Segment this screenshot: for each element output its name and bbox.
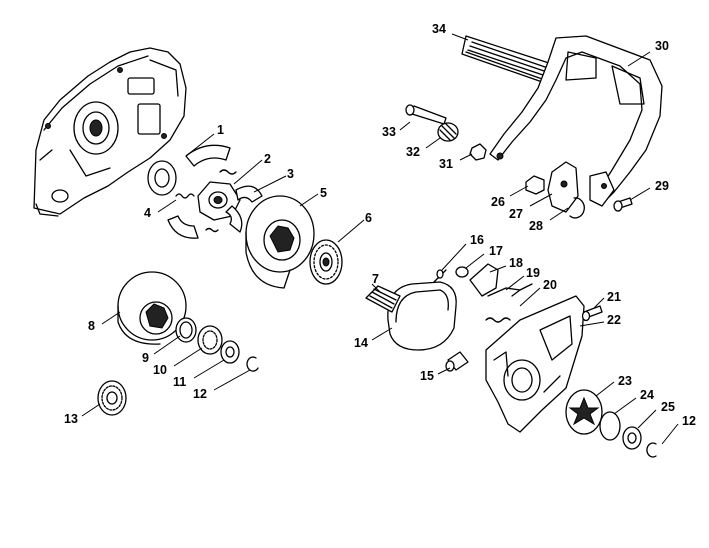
callout-2: 2	[264, 152, 271, 166]
callout-10: 10	[153, 363, 167, 377]
callout-3: 3	[287, 167, 294, 181]
callout-labels: 1 2 3 4 5 6 7 8 9 10 11 12 12 13 14 15 1…	[64, 22, 696, 428]
callout-33: 33	[382, 125, 396, 139]
washer-part-1	[147, 160, 177, 196]
needle-cage-part-10	[197, 325, 223, 355]
pin-part-15	[445, 351, 469, 372]
callout-19: 19	[526, 266, 540, 280]
callout-12-left: 12	[193, 387, 207, 401]
callout-13: 13	[64, 412, 78, 426]
bushing-part-32	[437, 122, 459, 142]
callout-28: 28	[529, 219, 543, 233]
ring-part-24	[599, 411, 621, 441]
callout-14: 14	[354, 336, 368, 350]
e-clip-part-12b	[646, 442, 657, 458]
clutch-shoe-part-3	[235, 185, 263, 203]
callout-20: 20	[543, 278, 557, 292]
callout-11: 11	[173, 375, 186, 389]
hand-guard-part-30	[489, 35, 663, 207]
callout-16: 16	[470, 233, 484, 247]
spring-part-2	[219, 169, 237, 175]
nut-part-31	[469, 143, 487, 161]
clutch-shoe-right	[225, 205, 243, 233]
bolt-part-33	[405, 104, 447, 125]
clip-part-28	[569, 197, 585, 219]
callout-21: 21	[607, 290, 621, 304]
washer-part-17	[455, 266, 469, 278]
rim-sprocket-part-6	[309, 239, 343, 285]
callout-5: 5	[320, 186, 327, 200]
lever-part-18	[469, 263, 499, 297]
spring-lower	[205, 227, 219, 233]
screw-part-21	[581, 305, 603, 322]
washer-part-11	[220, 340, 240, 364]
callout-4: 4	[144, 206, 151, 220]
callout-18: 18	[509, 256, 523, 270]
callout-22: 22	[607, 313, 621, 327]
callout-6: 6	[365, 211, 372, 225]
bumper-strip-part-34	[461, 35, 553, 85]
callout-17: 17	[489, 244, 503, 258]
leader-lines	[81, 33, 679, 445]
clip-part-16	[436, 269, 444, 279]
needle-bearing-part-7	[365, 285, 401, 313]
star-plate-part-23	[565, 389, 603, 435]
callout-26: 26	[491, 195, 505, 209]
callout-30: 30	[655, 39, 669, 53]
callout-29: 29	[655, 179, 669, 193]
callout-31: 31	[439, 157, 453, 171]
callout-25: 25	[661, 400, 675, 414]
clutch-shoe-lower	[167, 215, 199, 239]
screw-part-29	[613, 197, 633, 212]
callout-8: 8	[88, 319, 95, 333]
sprocket-cover-part-22	[485, 295, 585, 433]
link-part-19	[511, 289, 521, 297]
spring-part-20	[485, 317, 511, 323]
callout-34: 34	[432, 22, 446, 36]
callout-24: 24	[640, 388, 654, 402]
spur-sprocket-part-13	[97, 380, 127, 416]
callout-15: 15	[420, 369, 434, 383]
brake-band-part-14	[387, 269, 457, 351]
spring-part-19	[487, 283, 533, 297]
ring-part-9	[175, 317, 197, 343]
washer-part-25	[622, 426, 642, 450]
e-clip-part-12a	[246, 356, 259, 372]
clutch-shoe-part-1	[185, 144, 231, 167]
callout-23: 23	[618, 374, 632, 388]
nut-part-26	[525, 175, 545, 195]
callout-7: 7	[372, 272, 379, 286]
callout-1: 1	[217, 123, 224, 137]
callout-27: 27	[509, 207, 523, 221]
callout-12-right: 12	[682, 414, 696, 428]
crankcase-housing	[33, 47, 187, 217]
ring-part-9-inner	[179, 321, 193, 339]
clutch-drum-part-5	[245, 195, 315, 289]
callout-32: 32	[406, 145, 420, 159]
callout-9: 9	[142, 351, 149, 365]
clutch-drum-part-8	[117, 271, 187, 345]
spring-part-4	[175, 193, 195, 199]
